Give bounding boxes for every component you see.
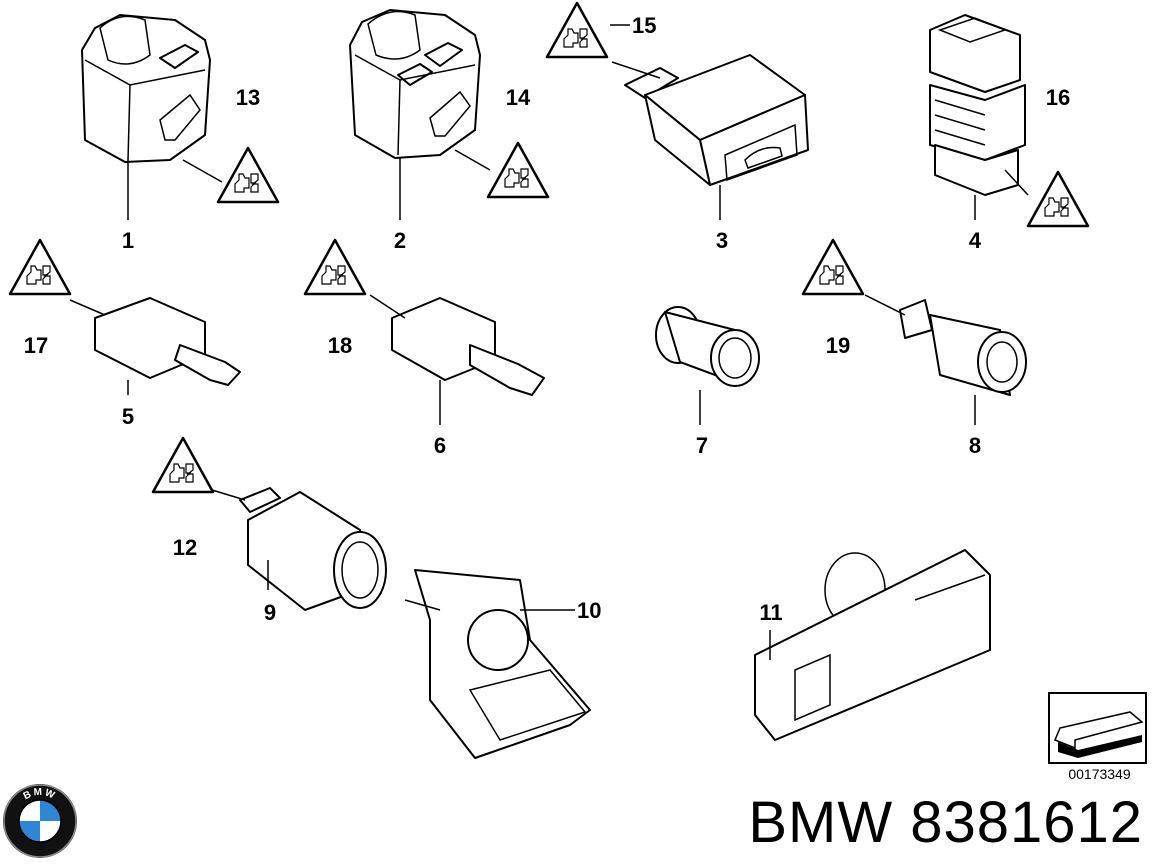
warning-triangle-12	[151, 436, 215, 494]
part-10-bracket	[414, 569, 591, 759]
callout-4: 4	[969, 228, 982, 253]
callout-9: 9	[264, 600, 276, 625]
warning-triangle-14	[486, 141, 550, 199]
part-2-switch	[349, 9, 481, 159]
callout-15: 15	[632, 13, 656, 38]
part-9-socket	[239, 487, 387, 611]
part-7-socket	[655, 306, 760, 387]
part-5-sensor	[94, 297, 241, 386]
callout-18: 18	[328, 333, 352, 358]
part-3-trunk-switch	[624, 54, 809, 186]
callout-3: 3	[716, 228, 728, 253]
part-8-socket	[899, 299, 1027, 396]
part-4-connector	[929, 14, 1026, 196]
warning-triangle-19	[801, 238, 865, 296]
warning-triangle-18	[303, 238, 367, 296]
orientation-icon	[1048, 692, 1147, 764]
callout-16: 16	[1046, 85, 1070, 110]
warning-triangle-15	[545, 1, 609, 59]
callout-1: 1	[122, 228, 134, 253]
callout-13: 13	[236, 85, 260, 110]
callout-2: 2	[394, 228, 406, 253]
callout-12: 12	[173, 535, 197, 560]
part-1-switch	[81, 14, 211, 163]
part-6-sensor	[391, 297, 545, 396]
diagram-code: 00173349	[1068, 766, 1131, 782]
callout-6: 6	[434, 433, 446, 458]
callout-7: 7	[696, 433, 708, 458]
callout-17: 17	[24, 333, 48, 358]
callout-19: 19	[826, 333, 850, 358]
callout-11: 11	[759, 600, 782, 625]
bmw-logo: BMW	[3, 784, 77, 858]
callout-14: 14	[506, 85, 531, 110]
callout-8: 8	[969, 433, 981, 458]
warning-triangle-16	[1026, 170, 1090, 228]
part-11-module	[754, 549, 991, 741]
warning-triangle-13	[216, 146, 280, 204]
callout-5: 5	[122, 404, 134, 429]
svg-text:BMW: BMW	[22, 787, 58, 802]
callout-10: 10	[577, 598, 601, 623]
leader-lines	[69, 24, 1029, 660]
warning-triangle-17	[8, 238, 72, 296]
brand-part-number: BMW 8381612	[748, 790, 1143, 855]
